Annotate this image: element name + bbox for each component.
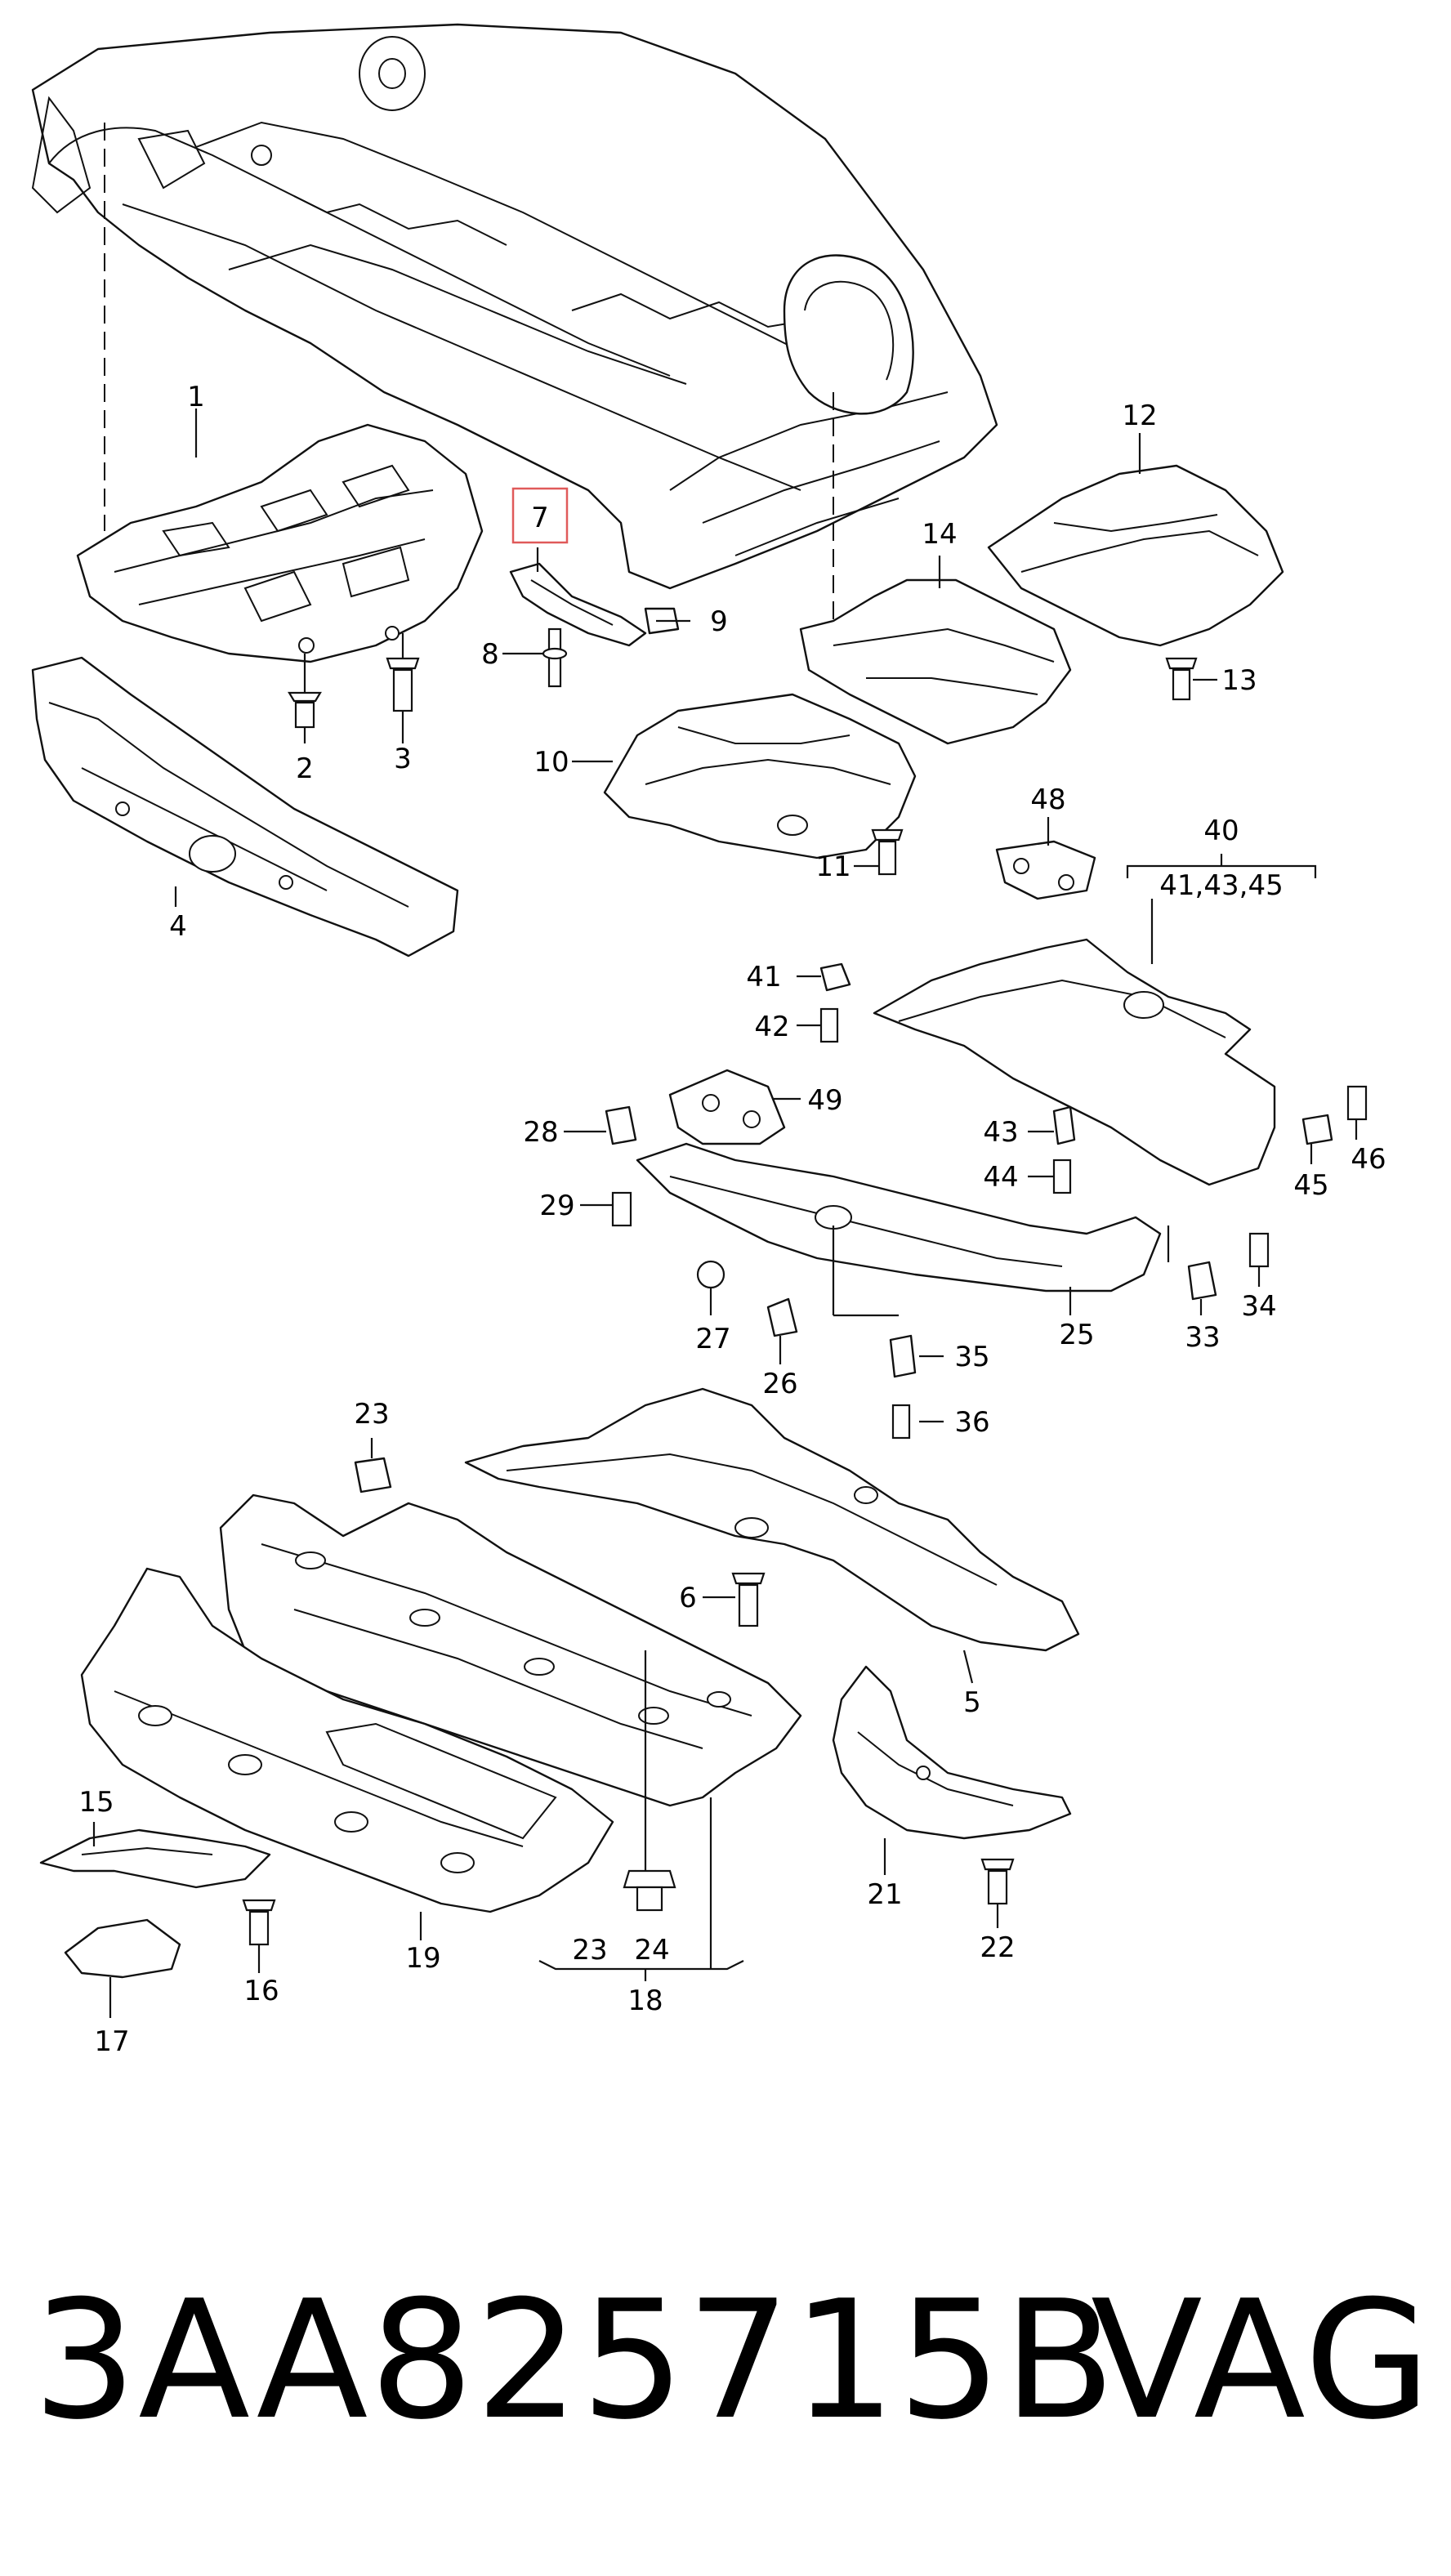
callout-24: 24 [634,1934,669,1967]
part-26-clip [766,1297,798,1337]
callout-46: 46 [1351,1143,1386,1176]
part-5-guard [464,1387,1080,1652]
part-35-nut [889,1334,917,1378]
callout-25: 25 [1059,1319,1094,1351]
callout-16: 16 [243,1975,279,2007]
part-40-heat-shield [873,938,1276,1186]
part-4-side-cover [31,656,459,958]
callout-7: 7 [531,502,549,534]
part-43-nut [1052,1105,1076,1145]
part-12-heat-shield [987,464,1284,647]
part-29-screw [611,1191,632,1227]
part-11-bolt [871,828,904,876]
callout-13: 13 [1221,664,1257,697]
callout-1: 1 [187,381,205,413]
callout-34: 34 [1241,1290,1276,1323]
callout-45: 45 [1293,1169,1328,1202]
part-45-nut [1301,1114,1333,1145]
callout-35: 35 [954,1341,989,1373]
callout-18: 18 [627,1984,663,2017]
callout-42: 42 [754,1011,789,1043]
callout-28: 28 [523,1116,558,1149]
part-27-screw [696,1260,726,1289]
part-number-label: 3AA825715B [33,2266,1118,2456]
brand-label: VAG [1091,2266,1433,2456]
callout-3: 3 [394,743,412,775]
callout-9: 9 [710,605,728,638]
part-18-floor-panel [219,1493,802,1807]
part-15-bracket [39,1828,271,1889]
part-49-plate [668,1069,786,1145]
callout-43: 43 [983,1116,1018,1149]
callout-12: 12 [1122,400,1157,432]
callout-5: 5 [963,1686,981,1719]
callout-23-top: 23 [354,1398,389,1431]
callout-33: 33 [1185,1321,1220,1354]
callout-17: 17 [94,2025,129,2058]
part-28-clip [605,1105,637,1145]
callout-7-highlight [511,487,569,544]
callout-29: 29 [539,1190,574,1222]
callout-49: 49 [807,1084,842,1117]
part-42-screw [819,1007,839,1043]
part-3-bolt [386,633,420,712]
callout-21: 21 [867,1878,902,1911]
part-22-screw [980,1858,1015,1905]
callout-10: 10 [534,746,569,779]
part-34-screw [1248,1232,1270,1268]
callout-labels: 1 2 3 4 7 8 9 10 11 12 13 14 48 40 41,43… [78,381,1386,2058]
part-36-screw [891,1404,911,1440]
part-2-screw [288,654,322,729]
part-44-screw [1052,1159,1072,1194]
part-19-floor-panel [80,1567,614,1913]
part-24-nut [623,1869,676,1912]
part-48-plate [995,840,1096,900]
part-10-heat-shield [603,693,917,859]
leader-lines [92,123,1358,2018]
callout-6: 6 [679,1582,697,1614]
callout-19: 19 [405,1942,440,1975]
fasteners-group [605,962,1368,1440]
part-8-rivet [542,627,568,688]
part-6-bolt [731,1572,766,1627]
callout-48: 48 [1030,784,1065,816]
part-16-screw [242,1899,276,1946]
vehicle-underbody [31,23,998,590]
callout-40-sub: 41,43,45 [1159,869,1283,902]
part-17-pad [64,1918,181,1979]
part-23-clip-top [354,1457,392,1493]
callout-11: 11 [815,850,851,883]
part-1-engine-underguard [76,423,484,663]
callout-26: 26 [762,1368,797,1400]
part-41-clip [819,962,851,992]
callout-15: 15 [78,1786,114,1819]
callout-27: 27 [695,1323,730,1355]
callout-41: 41 [746,961,781,993]
part-21-guard [832,1665,1072,1840]
part-7-bracket [509,562,647,647]
part-46-screw [1346,1085,1368,1121]
callout-36: 36 [954,1406,989,1439]
callout-4: 4 [169,910,187,943]
callout-8: 8 [481,638,499,671]
callout-44: 44 [983,1161,1018,1194]
callout-14: 14 [922,518,957,551]
part-33-nut [1187,1261,1217,1301]
callout-22: 22 [980,1931,1015,1964]
callout-23-bottom: 23 [572,1934,607,1967]
part-13-screw [1165,657,1198,701]
callout-40: 40 [1203,815,1239,847]
callout-2: 2 [296,752,314,785]
part-14-heat-shield [799,578,1072,745]
